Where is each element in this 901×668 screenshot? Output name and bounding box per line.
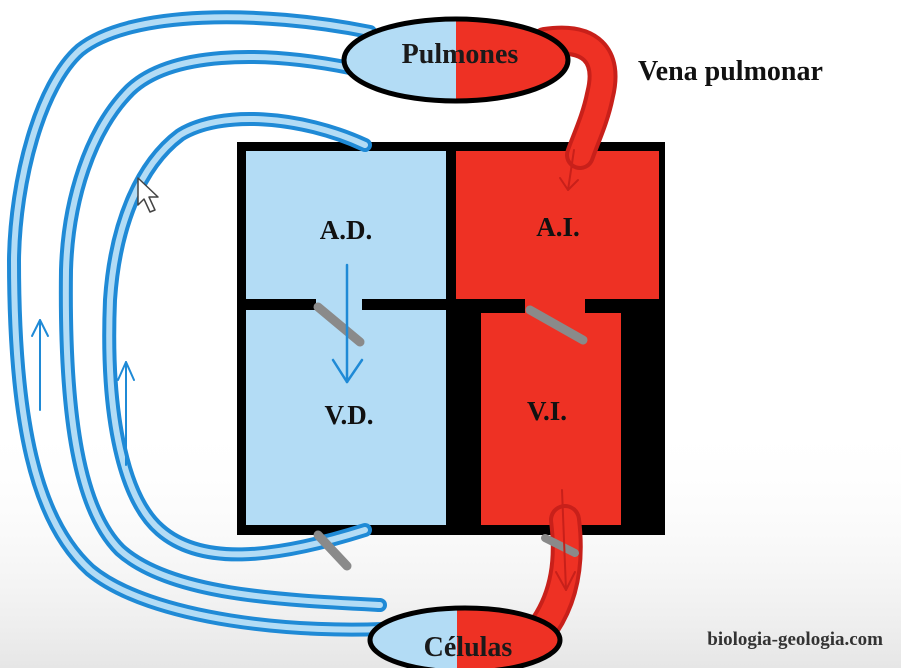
left-atrium-label: A.I. [536, 212, 580, 242]
left-ventricle-label: V.I. [527, 396, 567, 426]
right-atrium-label: A.D. [320, 215, 373, 245]
arrow-up-icon [31, 319, 49, 411]
arrow-down-icon [555, 489, 576, 591]
mitral-valve [525, 305, 588, 345]
septum [446, 299, 481, 535]
cursor-icon [137, 177, 159, 213]
tricuspid-valve [313, 302, 365, 347]
arrow-up-icon [117, 361, 135, 466]
tricuspid-opening [316, 297, 362, 313]
site-credit: biologia-geologia.com [707, 629, 883, 650]
aorta-vessel [529, 504, 583, 641]
pulmonary-valve [313, 530, 352, 571]
vena-cava-and-pulmonary-artery [7, 10, 407, 637]
pulmonary-vein-vessel [530, 25, 618, 170]
cells-label: Células [424, 632, 513, 663]
right-ventricle-label: V.D. [324, 400, 373, 430]
left-atrium-chamber [456, 151, 659, 299]
ventricle-wall [621, 299, 665, 535]
arrow-down-icon [559, 149, 579, 191]
left-ventricle-chamber [481, 313, 621, 525]
aortic-valve [541, 534, 579, 557]
arrow-down-icon [331, 263, 364, 384]
lungs-label: Pulmones [402, 39, 519, 70]
pulmonary-vein-label: Vena pulmonar [638, 56, 823, 87]
flow-arrows [31, 149, 579, 591]
